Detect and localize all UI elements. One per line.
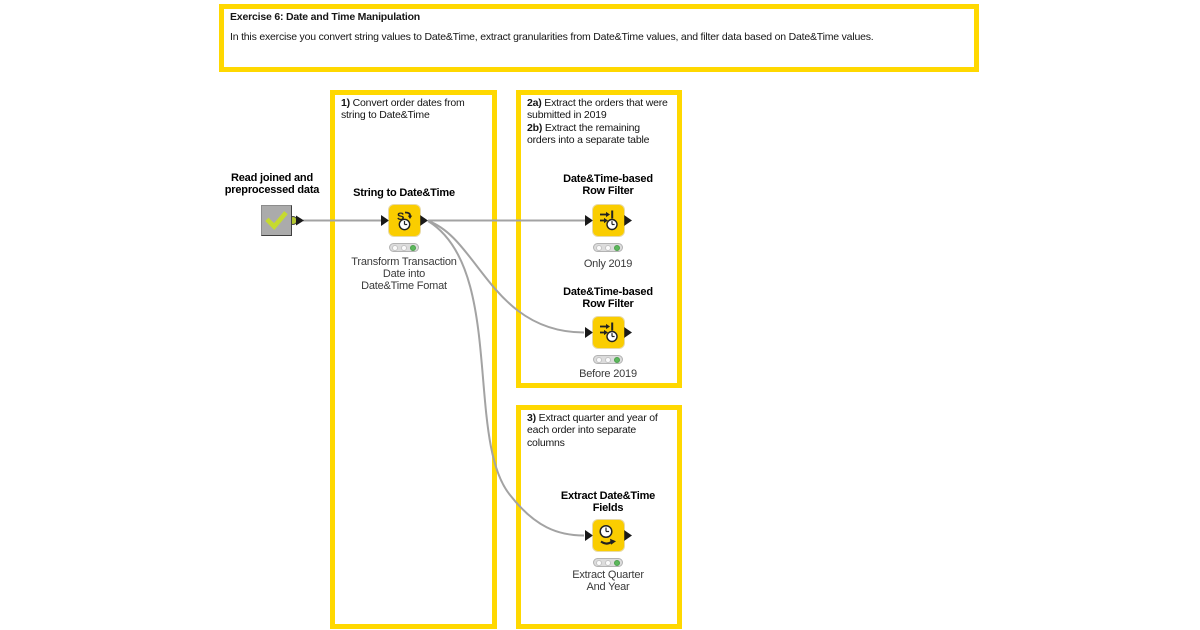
string2datetime-description: Transform Transaction Date into Date&Tim…	[351, 256, 457, 293]
string2datetime-title: String to Date&Time	[353, 187, 455, 199]
annotation-header-body: In this exercise you convert string valu…	[230, 31, 874, 44]
filter-before2019-title: Date&Time-based Row Filter	[563, 286, 653, 311]
extract-datetime-fields-icon	[599, 524, 616, 545]
connection-string2datetime-to-filter-before2019[interactable]	[427, 220, 585, 334]
string2datetime-output-port[interactable]	[420, 215, 428, 226]
annotation-step-3-text: 3) Extract quarter and year of each orde…	[527, 412, 658, 449]
string2datetime-node[interactable]: S	[389, 205, 420, 236]
annotation-step-2b-text: 2b) Extract the remaining orders into a …	[527, 121, 650, 147]
svg-text:S: S	[397, 211, 404, 223]
filter-before2019-input-port[interactable]	[585, 327, 593, 338]
filter-before2019-node[interactable]	[593, 317, 624, 348]
string2datetime-status-traffic-light	[389, 243, 419, 252]
string-to-datetime-icon: S	[397, 211, 413, 231]
connection-string2datetime-to-extract-fields[interactable]	[427, 220, 585, 537]
metanode-output-port-arrow[interactable]	[296, 215, 304, 226]
extract-fields-input-port[interactable]	[585, 530, 593, 541]
filter-2019-title: Date&Time-based Row Filter	[563, 173, 653, 198]
annotation-header-title: Exercise 6: Date and Time Manipulation	[230, 11, 421, 23]
annotation-step-1[interactable]: 1) Convert order dates from string to Da…	[330, 90, 497, 629]
filter-2019-description: Only 2019	[583, 258, 633, 270]
filter-before2019-description: Before 2019	[579, 368, 637, 380]
datetime-row-filter-icon	[600, 322, 618, 343]
datetime-row-filter-icon	[600, 210, 618, 231]
extract-fields-title: Extract Date&Time Fields	[560, 490, 656, 515]
checkmark-icon	[265, 211, 288, 231]
filter-2019-status-traffic-light	[593, 243, 623, 252]
reader-node-label: Read joined and preprocessed data	[224, 172, 320, 197]
filter-before2019-status-traffic-light	[593, 355, 623, 364]
annotation-step-1-text: 1) Convert order dates from string to Da…	[341, 97, 465, 122]
filter-2019-output-port[interactable]	[624, 215, 632, 226]
reader-metanode[interactable]	[261, 205, 292, 236]
filter-2019-input-port[interactable]	[585, 215, 593, 226]
extract-fields-output-port[interactable]	[624, 530, 632, 541]
filter-2019-node[interactable]	[593, 205, 624, 236]
annotation-step-2a-text: 2a) Extract the orders that were submitt…	[527, 97, 668, 122]
annotation-exercise-header[interactable]: Exercise 6: Date and Time Manipulation I…	[219, 4, 979, 72]
extract-fields-node[interactable]	[593, 520, 624, 551]
string2datetime-input-port[interactable]	[381, 215, 389, 226]
extract-fields-description: Extract Quarter And Year	[572, 569, 644, 594]
filter-before2019-output-port[interactable]	[624, 327, 632, 338]
extract-fields-status-traffic-light	[593, 558, 623, 567]
annotation-step-3[interactable]: 3) Extract quarter and year of each orde…	[516, 405, 682, 629]
